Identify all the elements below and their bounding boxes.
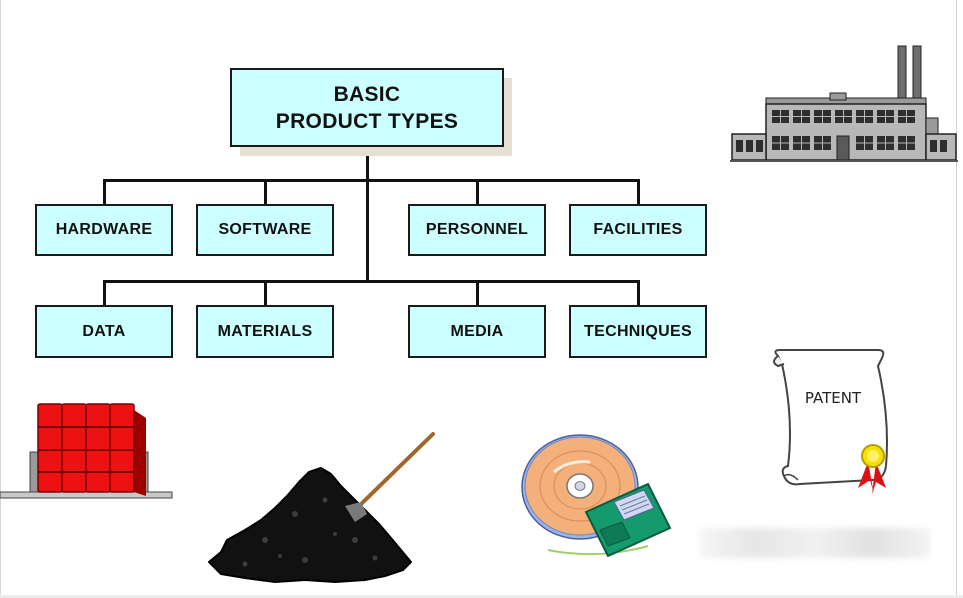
node-techniques: TECHNIQUES <box>569 305 707 358</box>
row1-drop-4 <box>637 179 640 206</box>
node-label: TECHNIQUES <box>584 322 692 340</box>
cd-and-floppy-disk-icon <box>521 434 672 558</box>
ribbon-seal <box>858 444 886 494</box>
node-label: FACILITIES <box>593 221 683 238</box>
slide-right-edge <box>956 0 963 598</box>
patent-scroll-icon: PATENT <box>773 349 888 494</box>
data-blocks-icon <box>0 403 173 499</box>
node-label: SOFTWARE <box>218 221 312 238</box>
node-label: MATERIALS <box>217 322 313 340</box>
node-personnel: PERSONNEL <box>408 204 546 256</box>
row1-drop-1 <box>103 179 106 206</box>
row2-bus-line <box>103 280 640 283</box>
factory-icon <box>730 45 958 162</box>
node-label: HARDWARE <box>55 221 153 238</box>
root-node-basic-product-types: BASIC PRODUCT TYPES <box>230 68 504 147</box>
node-label: PERSONNEL <box>425 221 529 238</box>
node-label: MEDIA <box>450 322 504 340</box>
root-label-line1: BASIC <box>333 82 401 106</box>
row1-drop-3 <box>476 179 479 206</box>
node-media: MEDIA <box>408 305 546 358</box>
patent-label: PATENT <box>805 389 862 407</box>
slide-bottom-edge <box>0 595 963 598</box>
slide-left-edge <box>0 0 1 598</box>
root-label-line2: PRODUCT TYPES <box>275 109 459 133</box>
node-materials: MATERIALS <box>196 305 334 358</box>
blurred-watermark <box>700 528 930 558</box>
row1-bus-line <box>103 179 640 182</box>
node-label: DATA <box>82 322 126 340</box>
row2-drop-1 <box>103 280 106 307</box>
row1-drop-2 <box>264 179 267 206</box>
row2-drop-2 <box>264 280 267 307</box>
root-trunk-line <box>366 146 369 282</box>
node-data: DATA <box>35 305 173 358</box>
row2-drop-4 <box>637 280 640 307</box>
coal-pile-with-shovel-icon <box>208 432 435 583</box>
node-facilities: FACILITIES <box>569 204 707 256</box>
row2-drop-3 <box>476 280 479 307</box>
node-hardware: HARDWARE <box>35 204 173 256</box>
node-software: SOFTWARE <box>196 204 334 256</box>
